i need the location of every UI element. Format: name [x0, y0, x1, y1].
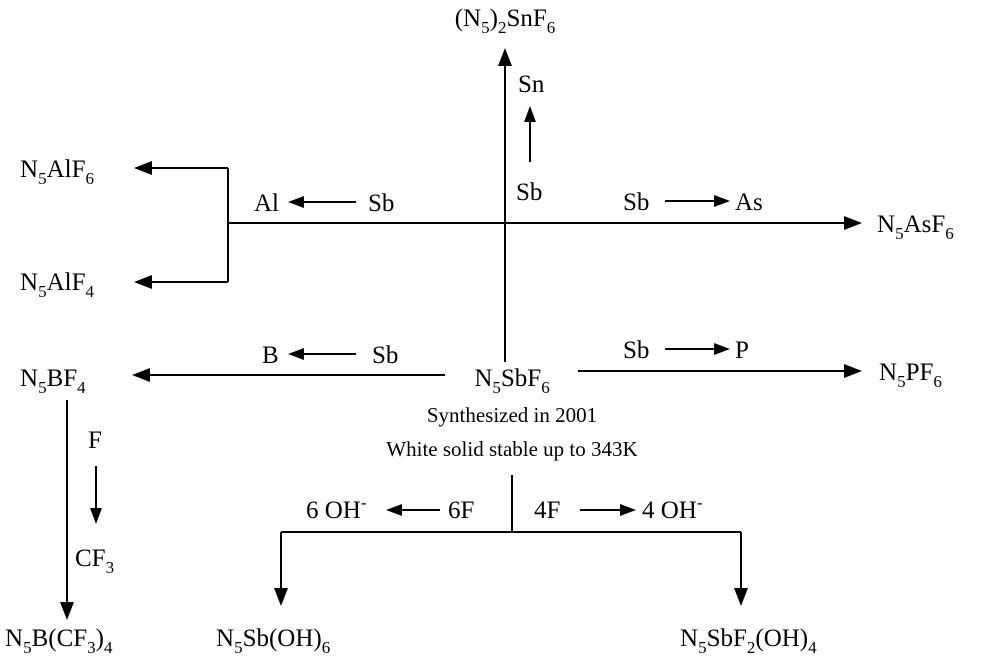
arrow-head-sb-to-as: [714, 195, 730, 207]
arrow-head-f-to-cf3: [90, 508, 102, 524]
product-n5b-cf3-4: N5B(CF3)4: [5, 625, 113, 657]
arrow-head-sb-to-b: [288, 348, 304, 360]
arrow-head-asf6-product: [844, 216, 862, 230]
exchange-label-sb-al: Sb: [368, 190, 394, 217]
exchange-label-4oh: 4 OH-: [642, 493, 703, 524]
center-compound-label: N5SbF6: [474, 365, 549, 397]
arrow-head-sboh6-product: [274, 588, 288, 606]
exchange-label-cf3: CF3: [75, 545, 114, 577]
exchange-label-sn: Sn: [518, 71, 545, 98]
exchange-label-sb-p: Sb: [623, 337, 649, 364]
product-n5bf4: N5BF4: [20, 365, 86, 397]
exchange-label-p: P: [735, 337, 749, 364]
exchange-label-6oh: 6 OH-: [306, 493, 367, 524]
arrow-head-alf6-product: [134, 161, 152, 175]
exchange-label-sb-sn: Sb: [516, 179, 542, 206]
arrow-head-bf4-product: [132, 368, 150, 382]
product-n5sb-oh-6: N5Sb(OH)6: [216, 625, 330, 657]
arrow-head-sb-to-sn: [524, 106, 536, 122]
exchange-label-al: Al: [254, 190, 279, 217]
arrow-head-pf6-product: [844, 364, 862, 378]
product-n5sbf2-oh-4: N5SbF2(OH)4: [680, 625, 817, 657]
exchange-label-sb-as: Sb: [623, 189, 649, 216]
arrow-head-sbf2oh4-product: [734, 588, 748, 606]
exchange-label-b: B: [262, 342, 279, 369]
arrow-head-sb-to-al: [288, 196, 304, 208]
exchange-label-f: F: [88, 427, 102, 454]
arrow-head-bcf3-product: [60, 602, 74, 620]
exchange-label-6f: 6F: [448, 497, 474, 524]
product-n5alf4: N5AlF4: [20, 269, 94, 301]
product-n5alf6: N5AlF6: [20, 156, 94, 188]
arrow-head-sn-product: [498, 48, 512, 66]
synthesis-year-caption: Synthesized in 2001: [427, 403, 597, 427]
arrow-head-6f-to-6oh: [386, 504, 402, 516]
product-n5asf6: N5AsF6: [877, 211, 954, 243]
arrow-head-4f-to-4oh: [620, 504, 636, 516]
arrow-head-alf4-product: [134, 275, 152, 289]
exchange-label-sb-b: Sb: [372, 342, 398, 369]
exchange-label-as: As: [735, 189, 763, 216]
stability-caption: White solid stable up to 343K: [386, 437, 637, 461]
arrow-head-sb-to-p: [714, 343, 730, 355]
product-n5pf6: N5PF6: [879, 359, 942, 391]
exchange-label-4f: 4F: [534, 497, 560, 524]
product-n5-2-snf6: (N5)2SnF6: [455, 5, 556, 37]
